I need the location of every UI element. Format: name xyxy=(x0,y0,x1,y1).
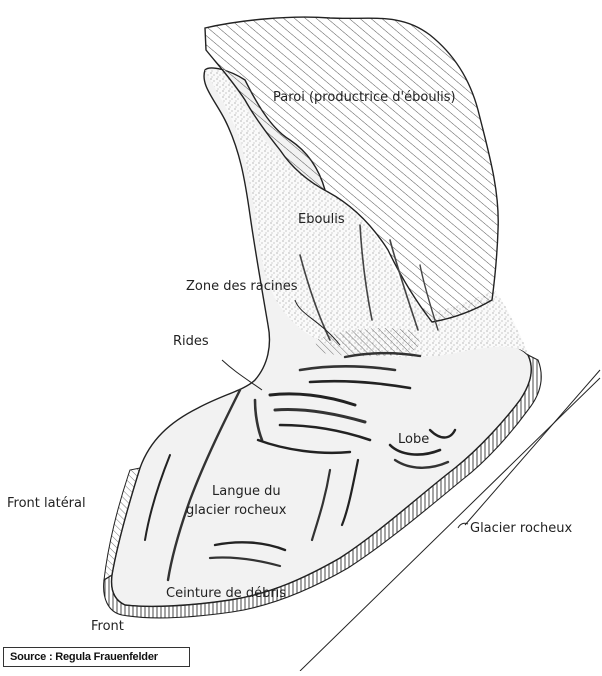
label-paroi: Paroi (productrice d'éboulis) xyxy=(273,90,456,105)
label-glacier-rocheux: Glacier rocheux xyxy=(470,521,573,536)
source-credit: Source : Regula Frauenfelder xyxy=(3,647,190,667)
label-ceinture: Ceinture de débris xyxy=(166,586,286,601)
label-eboulis: Eboulis xyxy=(298,212,345,227)
label-front-lateral: Front latéral xyxy=(7,496,86,511)
label-langue-2: glacier rocheux xyxy=(186,503,287,518)
label-rides: Rides xyxy=(173,334,209,349)
label-langue-1: Langue du xyxy=(212,484,281,499)
label-lobe: Lobe xyxy=(398,432,429,447)
label-zone-racines: Zone des racines xyxy=(186,279,298,294)
label-front: Front xyxy=(91,619,124,634)
